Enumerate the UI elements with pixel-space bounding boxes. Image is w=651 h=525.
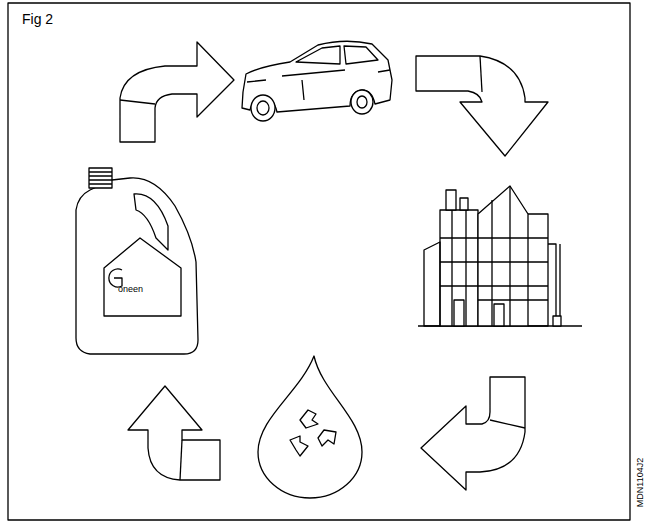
can-label-panel [104, 238, 181, 316]
arrow-fold [180, 440, 182, 480]
cycle-arrow [120, 42, 234, 142]
cycle-arrow [128, 386, 220, 480]
recycled-oil-drop [258, 356, 362, 498]
car-illustration [242, 41, 392, 121]
oil-can-illustration [76, 168, 198, 354]
arrow-fold [120, 100, 155, 104]
brand-name: oneen [118, 285, 143, 294]
arrow-fold [480, 56, 482, 92]
arrow-fold [490, 420, 525, 428]
factory-illustration [418, 186, 582, 326]
cycle-arrow [416, 56, 548, 156]
figure-number: Fig 2 [22, 12, 53, 26]
drawing-code: MDN1104J2 [636, 457, 645, 506]
figure-frame [8, 3, 630, 520]
cycle-arrow [421, 377, 525, 490]
